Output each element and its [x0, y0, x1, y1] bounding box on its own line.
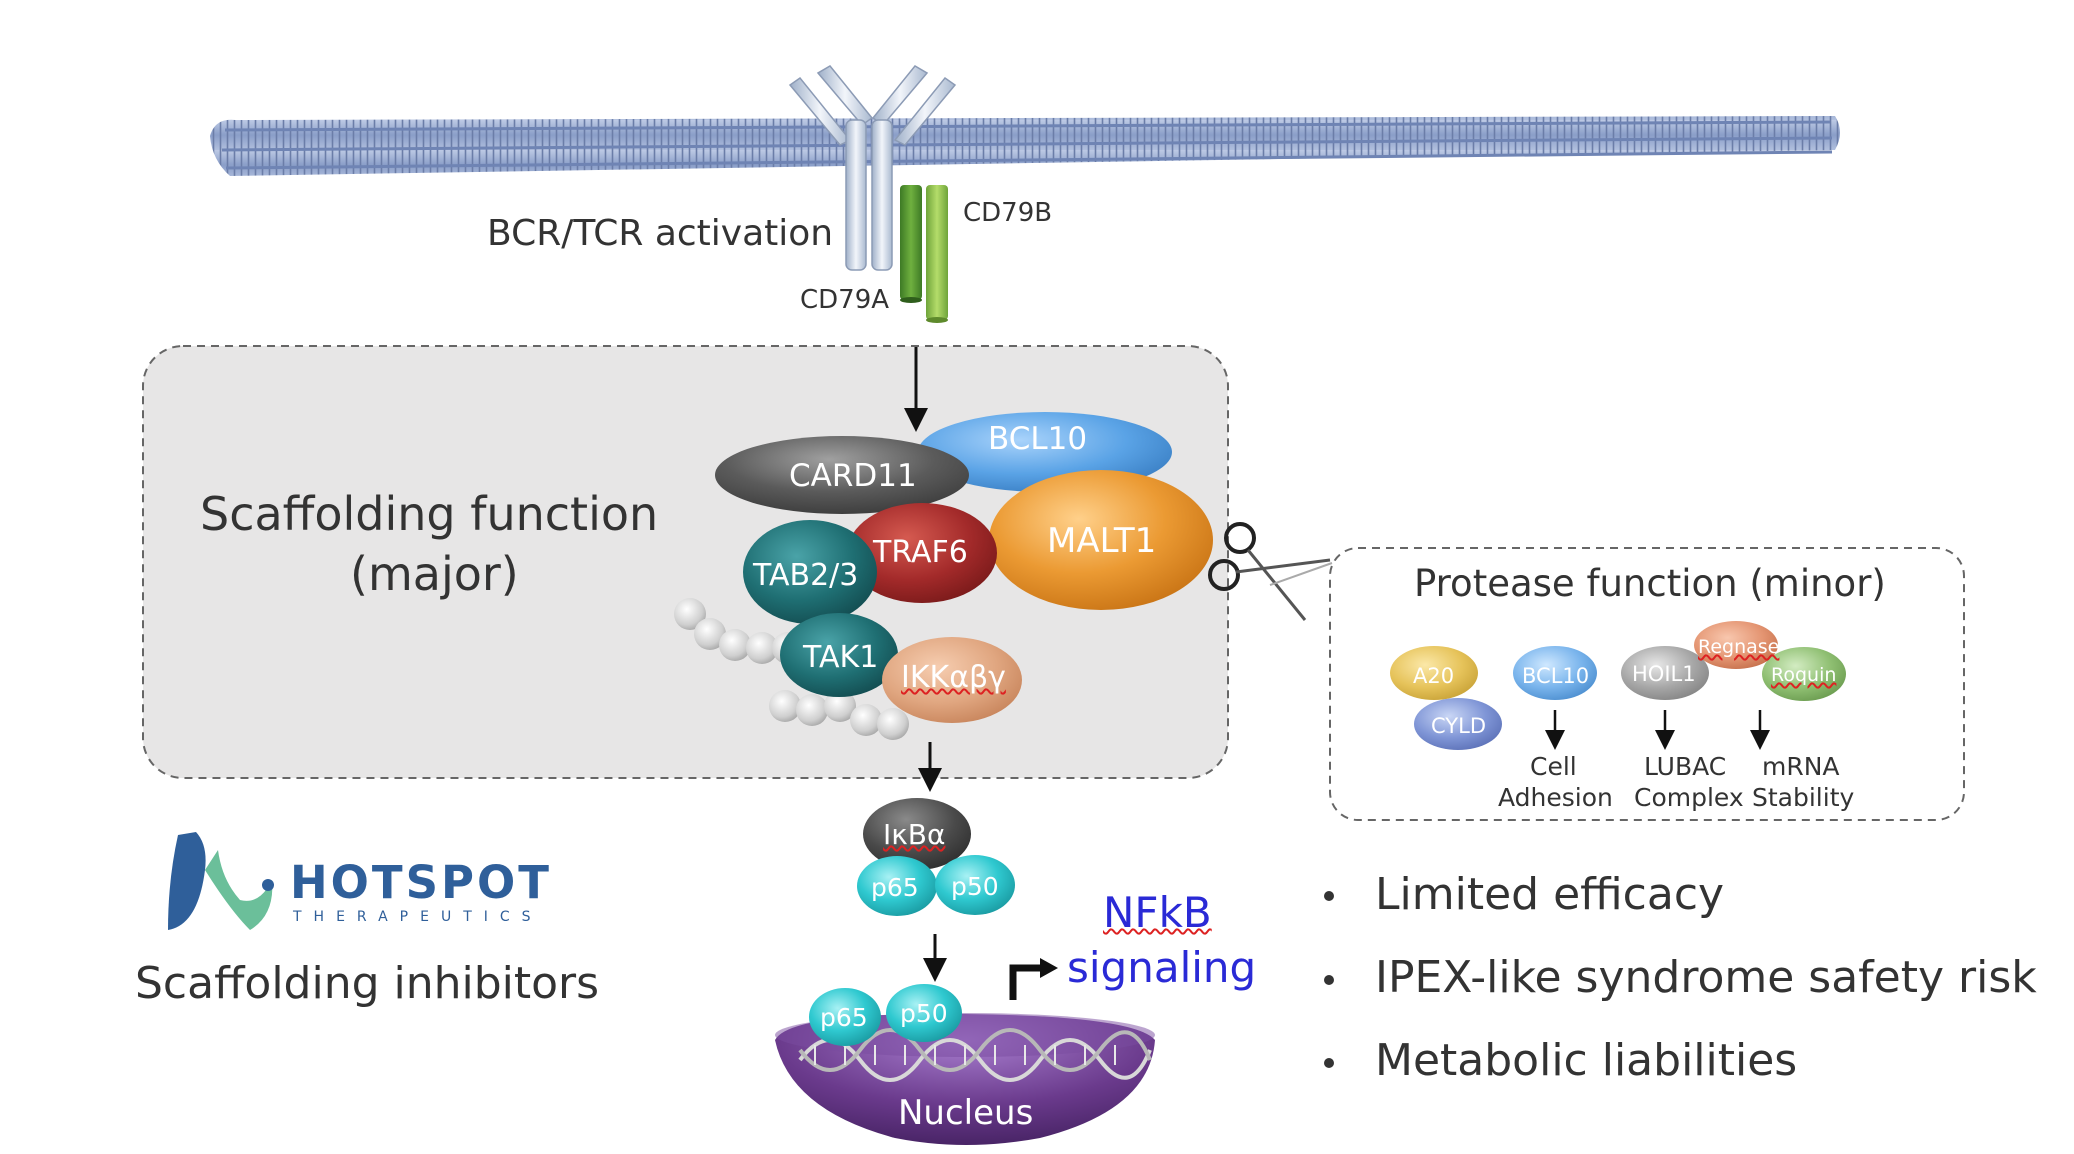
hoil1-substrate	[1621, 646, 1709, 700]
card11-label: CARD11	[789, 458, 917, 494]
hotspot-logo-name: HOTSPOT	[290, 856, 552, 909]
malt1-protein	[989, 470, 1213, 610]
hotspot-logo-mark	[168, 832, 274, 930]
p65-protein-cytoplasm	[857, 856, 937, 916]
outcome-cell: Cell	[1530, 752, 1577, 781]
bcl10-label: BCL10	[988, 421, 1088, 457]
tak1-protein	[780, 613, 898, 697]
cell-membrane	[210, 116, 1840, 176]
a20-substrate	[1390, 646, 1478, 700]
scaffolding-subtitle: (major)	[350, 547, 519, 601]
cd79a-label: CD79A	[800, 285, 890, 315]
traf6-protein	[847, 503, 997, 603]
transcription-arrow-icon	[1009, 964, 1042, 1000]
ubiquitin-chain-lower	[769, 690, 909, 740]
outcome-complex: Complex	[1634, 783, 1744, 812]
malt1-label: MALT1	[1047, 521, 1157, 561]
company-caption: Scaffolding inhibitors	[135, 958, 600, 1009]
scaffolding-title: Scaffolding function	[200, 487, 659, 541]
p65-label-cytoplasm: p65	[871, 873, 919, 902]
hotspot-logo-sub: THERAPEUTICS	[293, 909, 543, 925]
ikk-label: IKKαβγ	[901, 660, 1006, 695]
tak1-label: TAK1	[803, 640, 879, 675]
a20-label: A20	[1413, 664, 1455, 688]
cyld-label: CYLD	[1431, 714, 1486, 738]
outcome-stability: Stability	[1752, 783, 1855, 812]
roquin-label: Roquin	[1771, 664, 1837, 686]
ikba-label: IκBα	[883, 818, 946, 851]
protease-title: Protease function (minor)	[1414, 562, 1886, 605]
tab23-label: TAB2/3	[753, 558, 859, 593]
outcome-lubac: LUBAC	[1644, 752, 1727, 781]
dna-helix	[798, 1028, 1152, 1082]
cd79b-chain	[926, 185, 948, 320]
signaling-label: signaling	[1067, 943, 1257, 992]
protease-arrows	[1545, 710, 1770, 750]
bullet-1: Limited efficacy	[1375, 869, 1725, 920]
card11-protein	[715, 436, 969, 514]
ubiquitin-chain-upper	[674, 598, 804, 664]
outcome-adhesion: Adhesion	[1498, 783, 1613, 812]
cd79b-label: CD79B	[963, 198, 1053, 228]
bcr-receptor	[788, 65, 957, 323]
roquin-substrate	[1762, 647, 1846, 701]
bcl10-substrate-label: BCL10	[1522, 664, 1590, 688]
outcome-mrna: mRNA	[1762, 752, 1840, 781]
nfkb-label: NFkB	[1103, 888, 1212, 937]
cd79a-chain	[900, 185, 922, 300]
traf6-label: TRAF6	[873, 535, 968, 570]
regnase-substrate	[1694, 621, 1778, 669]
bcl10-substrate	[1513, 646, 1597, 700]
bullet-2: IPEX-like syndrome safety risk	[1375, 952, 2037, 1003]
ikk-protein	[882, 637, 1022, 723]
cyld-substrate	[1414, 698, 1502, 750]
ikba-protein	[863, 798, 971, 870]
nucleus-label: Nucleus	[898, 1093, 1034, 1133]
activation-label: BCR/TCR activation	[487, 213, 834, 254]
p50-label-nucleus: p50	[900, 999, 948, 1028]
protease-box	[1329, 547, 1965, 821]
regnase-label: Regnase	[1698, 636, 1780, 658]
p65-label-nucleus: p65	[820, 1003, 868, 1032]
p65-protein-nucleus	[809, 988, 881, 1046]
p50-label-cytoplasm: p50	[951, 872, 999, 901]
bullet-dots	[1324, 891, 1334, 1068]
tab23-protein	[743, 520, 877, 624]
hoil1-label: HOIL1	[1632, 662, 1696, 686]
scissors-icon	[1208, 522, 1333, 621]
bullet-3: Metabolic liabilities	[1375, 1035, 1798, 1086]
p50-protein-cytoplasm	[935, 855, 1015, 915]
p50-protein-nucleus	[886, 984, 962, 1042]
